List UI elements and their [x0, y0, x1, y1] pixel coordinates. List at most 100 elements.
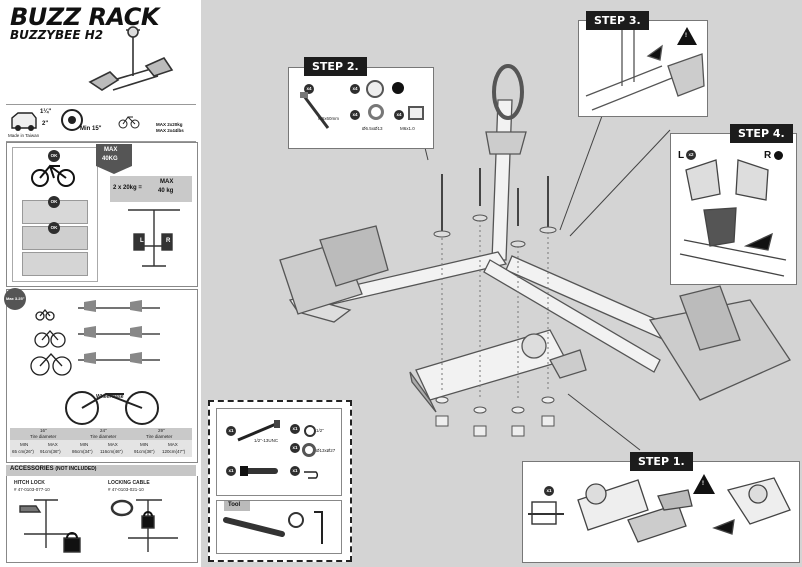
- max-weight-1: MAX 2x20kg: [156, 122, 183, 127]
- col1-max: MAX: [48, 442, 58, 447]
- ok-badge-2: OK: [48, 196, 60, 208]
- step4-cradles-illustration: [679, 159, 787, 277]
- bolt-label: 1/2"-13UNC: [254, 438, 279, 443]
- locking-cable-code: # 47-0103-021-10: [108, 487, 144, 492]
- step2-qty-2: x4: [350, 84, 360, 94]
- qty-washer: x1: [290, 424, 300, 434]
- hitch-size-1: 1¼": [40, 109, 52, 115]
- max-size-badge: [4, 288, 26, 310]
- locking-cable-title: LOCKING CABLE: [108, 480, 150, 486]
- step3-warning: !: [685, 33, 687, 39]
- step2-nut-icon: [408, 106, 424, 120]
- col2-max: MAX: [108, 442, 118, 447]
- strap-icon: [240, 466, 278, 476]
- step1-warning: !: [702, 481, 704, 487]
- bike-ok-icon: [31, 164, 75, 187]
- product-thumbnail: [88, 26, 174, 91]
- col2-label: Tire diameter: [90, 434, 117, 439]
- col2-max-val: 116cm(46"): [100, 449, 123, 454]
- rack-load-illustration: [128, 209, 180, 267]
- step2-part-3: Ø6.5xØ13: [362, 126, 383, 131]
- hitch-lock-illustration: [19, 499, 81, 553]
- hitch-lock-title: HITCH LOCK: [14, 480, 45, 486]
- col2-min: MIN: [80, 442, 89, 447]
- step4-right: R: [764, 150, 772, 161]
- bicycle-icon: [118, 116, 140, 129]
- step2-qty-4: x4: [394, 110, 404, 120]
- step1-warning-icon: [693, 474, 715, 494]
- step1-label: STEP 1.: [630, 452, 693, 471]
- accessories-title-text: ACCESSORIES: [10, 466, 54, 472]
- right-mark: R: [166, 238, 171, 244]
- wrench-icon: [223, 517, 285, 537]
- col3-max-val: 120cm(47"): [162, 449, 186, 454]
- car-icon: [11, 112, 37, 131]
- accessories-box: [6, 476, 198, 563]
- tool-title-bg: [224, 501, 250, 511]
- brand-logo: BUZZ RACK: [10, 3, 159, 31]
- made-in-label: Made in Taiwan: [8, 133, 40, 138]
- wheel-base-label: Wheel base: [96, 394, 124, 400]
- hitch-bolt-icon: [237, 420, 280, 442]
- step2-qty-3: x4: [350, 110, 360, 120]
- step3-label: STEP 3.: [586, 11, 649, 30]
- min-clearance: Min 15": [80, 126, 102, 132]
- step2-qty-1: x4: [304, 84, 314, 94]
- size-table-body: [10, 440, 192, 457]
- step2-washer-icon: [366, 80, 384, 98]
- step4-left: L: [678, 150, 685, 161]
- ok-badge-3: OK: [48, 222, 60, 234]
- step4-qty: x2: [686, 150, 696, 160]
- lockwasher-icon: [302, 443, 316, 457]
- col3-min: MIN: [140, 442, 149, 447]
- step2-black-dot-icon: [392, 82, 404, 94]
- hitch-size-2: 2": [42, 121, 49, 127]
- col1-label: Tire diameter: [30, 434, 57, 439]
- qty-pin: x1: [290, 466, 300, 476]
- step2-part-4: M6x1.0: [400, 126, 415, 131]
- max-tag-line-2: 40KG: [102, 156, 118, 162]
- exploded-rack-diagram: [279, 39, 791, 451]
- model-name: BUZZYBEE H2: [10, 28, 104, 42]
- step1-pin-illustration: [528, 501, 564, 525]
- qty-lockwasher: x1: [290, 443, 300, 453]
- col1-size: 16": [40, 428, 47, 433]
- pin-clip-icon: [304, 471, 318, 479]
- left-info-panel: BUZZ RACK BUZZYBEE H2 1¼" 2" Min 15" MAX…: [0, 0, 201, 567]
- step2-bolt-icon: [300, 92, 330, 129]
- max-weight-2: MAX 2x44lbs: [156, 128, 184, 133]
- size-table-header: [10, 428, 192, 440]
- compat-strip: [6, 104, 196, 142]
- wrench-head-icon: [288, 512, 304, 528]
- frame-photo-3: [22, 252, 88, 276]
- accessories-header: [6, 465, 196, 476]
- bike-sizes-illustration: [30, 300, 160, 376]
- col2-size: 24": [100, 428, 107, 433]
- step3-illustration: [585, 30, 705, 111]
- lockwasher-label: Ø13xØ27: [316, 448, 336, 453]
- qty-strap: x1: [226, 466, 236, 476]
- step2-label: STEP 2.: [304, 57, 367, 76]
- step4-black-dot: [774, 151, 783, 160]
- col1-max-val: 91cm(36"): [40, 449, 61, 454]
- washer-icon: [304, 425, 316, 437]
- step1-qty: x1: [544, 486, 554, 496]
- tool-title: Tool: [228, 502, 241, 508]
- hex-key-icon: [314, 511, 323, 544]
- wheel-base-illustration: [65, 391, 159, 425]
- col3-size: 29": [158, 428, 165, 433]
- formula-right-2: 40 kg: [158, 188, 174, 194]
- weight-formula-box: [110, 176, 192, 202]
- accessories-subtitle: (NOT INCLUDED): [55, 466, 97, 472]
- step3-warning-icon: [677, 27, 697, 45]
- washer-label: 1/2": [316, 428, 324, 433]
- step2-part-1: M6x60mm: [318, 116, 340, 121]
- left-mark: L: [140, 238, 144, 244]
- col1-min-val: 65 cm(26"): [12, 449, 34, 454]
- step4-label: STEP 4.: [730, 124, 793, 143]
- col2-min-val: 86cm(34"): [72, 449, 93, 454]
- max-weight-badge: [96, 144, 132, 174]
- accessories-title: ACCESSORIES (NOT INCLUDED): [10, 466, 96, 472]
- col3-min-val: 91cm(36"): [134, 449, 155, 454]
- max-tag-line-1: MAX: [104, 147, 118, 153]
